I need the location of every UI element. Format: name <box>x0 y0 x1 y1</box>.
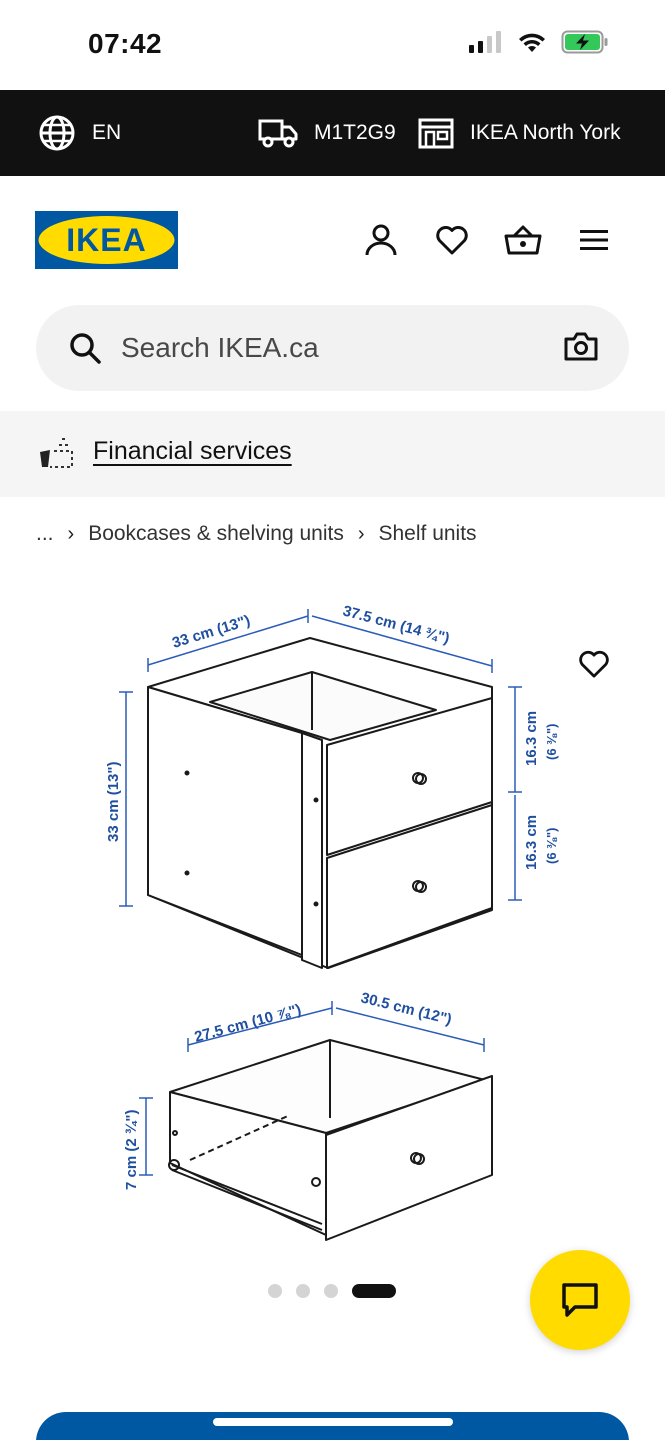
financial-services-banner[interactable]: Financial services <box>0 411 665 497</box>
breadcrumb-bookcases[interactable]: Bookcases & shelving units <box>88 522 344 545</box>
carousel-dot-2[interactable] <box>296 1284 310 1298</box>
search-icon <box>70 333 101 364</box>
dim-width-top: 37.5 cm (14 ¾") <box>341 602 451 647</box>
image-carousel-indicator <box>268 1284 396 1298</box>
chat-support-button[interactable] <box>530 1250 630 1350</box>
dimension-drawing: 33 cm (13") 37.5 cm (14 ¾") 33 cm (13") … <box>105 602 559 1241</box>
financial-services-link[interactable]: Financial services <box>93 436 292 465</box>
chevron-right-icon: › <box>67 522 75 545</box>
carousel-dot-4-active[interactable] <box>352 1284 396 1298</box>
visual-search-camera-icon[interactable] <box>563 330 599 362</box>
language-selector[interactable]: EN <box>38 90 121 176</box>
battery-charging-icon <box>561 30 608 54</box>
postal-code-selector[interactable]: M1T2G9 <box>258 90 396 176</box>
status-time: 07:42 <box>88 28 163 59</box>
menu-button[interactable] <box>574 220 614 260</box>
heart-icon <box>579 650 609 678</box>
product-dimension-image[interactable]: 33 cm (13") 37.5 cm (14 ¾") 33 cm (13") … <box>90 590 570 1270</box>
status-icons <box>469 30 609 54</box>
store-icon <box>418 118 454 149</box>
site-header: IKEA <box>0 176 665 296</box>
dim-drawer-width: 30.5 cm (12") <box>359 989 453 1028</box>
chevron-right-icon: › <box>357 522 365 545</box>
coins-icon <box>40 438 73 468</box>
cart-button[interactable] <box>503 220 543 260</box>
globe-icon <box>39 115 75 151</box>
delivery-truck-icon <box>258 119 298 148</box>
dim-height-side: 33 cm (13") <box>105 762 122 843</box>
dim-drawer-h2: 16.3 cm <box>523 815 540 870</box>
dim-drawer-height: 7 cm (2 ¾") <box>123 1110 140 1190</box>
wifi-icon <box>519 33 545 52</box>
postal-code-label: M1T2G9 <box>314 121 396 144</box>
search-input[interactable]: Search IKEA.ca <box>121 332 319 363</box>
breadcrumb-ellipsis[interactable]: ... <box>36 522 54 545</box>
carousel-dot-1[interactable] <box>268 1284 282 1298</box>
ikea-logo[interactable]: IKEA <box>35 211 178 269</box>
hamburger-menu-icon <box>580 230 608 250</box>
shopping-basket-icon <box>504 225 542 255</box>
user-icon <box>365 224 397 256</box>
status-bar: 07:42 <box>0 0 665 90</box>
logo-text: IKEA <box>66 222 146 258</box>
favourites-button[interactable] <box>432 220 472 260</box>
signal-icon <box>469 31 501 53</box>
store-label: IKEA North York <box>470 121 621 144</box>
carousel-dot-3[interactable] <box>324 1284 338 1298</box>
save-to-favourites-button[interactable] <box>574 644 614 684</box>
dim-drawer-h1: 16.3 cm <box>523 711 540 766</box>
top-info-strip: EN M1T2G9 IKEA North York <box>0 90 665 176</box>
dim-drawer-depth: 27.5 cm (10 ⅞") <box>193 1001 303 1046</box>
dim-drawer-h1-in: (6 ⅜") <box>544 723 559 760</box>
dim-drawer-h2-in: (6 ⅜") <box>544 827 559 864</box>
heart-icon <box>436 226 468 255</box>
breadcrumb-shelf-units[interactable]: Shelf units <box>378 522 477 545</box>
breadcrumb: ... › Bookcases & shelving units › Shelf… <box>36 518 477 550</box>
language-label: EN <box>92 121 122 144</box>
store-selector[interactable]: IKEA North York <box>418 90 621 176</box>
search-bar[interactable]: Search IKEA.ca <box>36 305 629 391</box>
bottom-action-button[interactable] <box>36 1412 629 1440</box>
account-button[interactable] <box>361 220 401 260</box>
home-indicator <box>213 1418 453 1426</box>
chat-bubble-icon <box>562 1283 598 1317</box>
